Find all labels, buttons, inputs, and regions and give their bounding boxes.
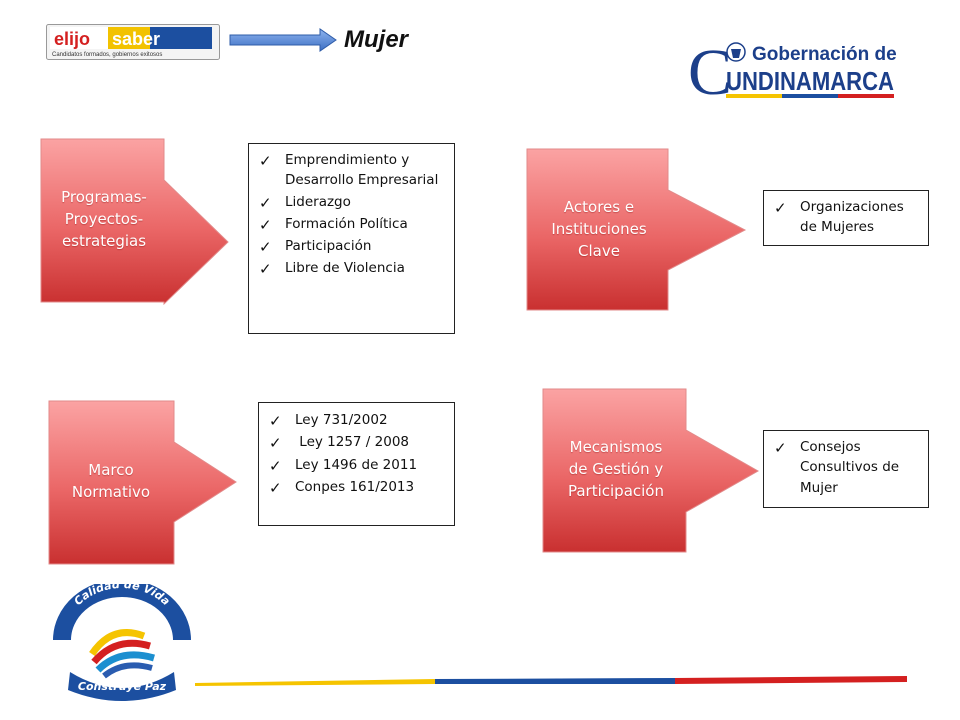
saber-word: saber xyxy=(112,29,160,49)
actores-list: ✓ Organizaciones de Mujeres xyxy=(763,190,929,246)
list-item: ✓ Ley 1257 / 2008 xyxy=(269,431,448,453)
list-item-text: Ley 1496 de 2011 xyxy=(295,456,418,473)
flag-color-band xyxy=(195,676,907,686)
checkmark-icon: ✓ xyxy=(269,412,282,430)
gobernacion-cundinamarca-logo: C Gobernación de UNDINAMARCA xyxy=(688,36,897,102)
elijo-word: elijo xyxy=(54,29,90,49)
marco-arrow-shape xyxy=(48,400,237,565)
mecanismos-arrow-shape xyxy=(542,388,760,553)
list-item-text: Liderazgo xyxy=(285,193,351,210)
coat-of-arms-icon xyxy=(726,42,746,62)
checkmark-icon: ✓ xyxy=(259,215,272,234)
elijo-saber-logo: elijo saber Candidatos formados, gobiern… xyxy=(46,24,220,60)
logo-bottom-text: Construye Paz xyxy=(78,680,167,693)
programas-label: Programas- Proyectos- estrategias xyxy=(61,188,147,250)
programas-arrow-shape xyxy=(40,138,229,306)
list-item: ✓ Conpes 161/2013 xyxy=(269,476,448,498)
checkmark-icon: ✓ xyxy=(259,260,272,279)
checkmark-icon: ✓ xyxy=(269,434,282,453)
list-item-text: Ley 731/2002 xyxy=(295,412,388,428)
mecanismos-list: ✓ Consejos Consultivos de Mujer xyxy=(763,430,929,508)
list-item-text: Emprendimiento y Desarrollo Empresarial xyxy=(285,152,439,189)
list-item: ✓ Libre de Violencia xyxy=(259,257,448,279)
list-item-text: Organizaciones de Mujeres xyxy=(800,199,904,236)
list-item-text: Participación xyxy=(285,238,372,255)
calidad-de-vida-logo: Calidad de Vida Construye Paz xyxy=(53,584,191,701)
list-item: ✓ Consejos Consultivos de Mujer xyxy=(774,437,922,498)
gov-big-letter: C xyxy=(688,36,732,102)
list-item: ✓ Emprendimiento y Desarrollo Empresarial xyxy=(259,150,448,191)
checkmark-icon: ✓ xyxy=(259,152,272,170)
list-item-text: Libre de Violencia xyxy=(285,260,405,277)
list-item-text: Conpes 161/2013 xyxy=(295,478,415,495)
checkmark-icon: ✓ xyxy=(774,439,787,457)
list-item: ✓ Liderazgo xyxy=(259,191,448,213)
checkmark-icon: ✓ xyxy=(774,199,787,217)
list-item: ✓ Ley 1496 de 2011 xyxy=(269,454,448,476)
gov-line1: Gobernación de xyxy=(752,44,897,65)
marco-list: ✓ Ley 731/2002 ✓ Ley 1257 / 2008 ✓ Ley 149… xyxy=(258,402,455,526)
actores-arrow-shape xyxy=(526,148,747,311)
checkmark-icon: ✓ xyxy=(259,238,272,257)
list-item: ✓ Organizaciones de Mujeres xyxy=(774,197,922,238)
checkmark-icon: ✓ xyxy=(259,193,272,212)
checkmark-icon: ✓ xyxy=(269,478,282,497)
gov-line2: UNDINAMARCA xyxy=(726,66,894,96)
elijo-tagline: Candidatos formados, gobiernos exitosos xyxy=(52,52,162,58)
programas-list: ✓ Emprendimiento y Desarrollo Empresarial… xyxy=(248,143,455,334)
marco-label: Marco Normativo xyxy=(71,461,151,501)
page-title: Mujer xyxy=(344,26,409,53)
mecanismos-label: Mecanismos de Gestión y Participación xyxy=(567,438,664,500)
list-item-text: Ley 1257 / 2008 xyxy=(295,434,410,451)
list-item: ✓ Formación Política xyxy=(259,213,448,235)
checkmark-icon: ✓ xyxy=(269,456,282,475)
list-item: ✓ Ley 731/2002 xyxy=(269,409,448,431)
list-item-text: Formación Política xyxy=(285,215,408,232)
header-arrow-icon xyxy=(229,28,337,52)
actores-label: Actores e Instituciones Clave xyxy=(551,198,647,260)
list-item-text: Consejos Consultivos de Mujer xyxy=(800,439,900,496)
list-item: ✓ Participación xyxy=(259,235,448,257)
